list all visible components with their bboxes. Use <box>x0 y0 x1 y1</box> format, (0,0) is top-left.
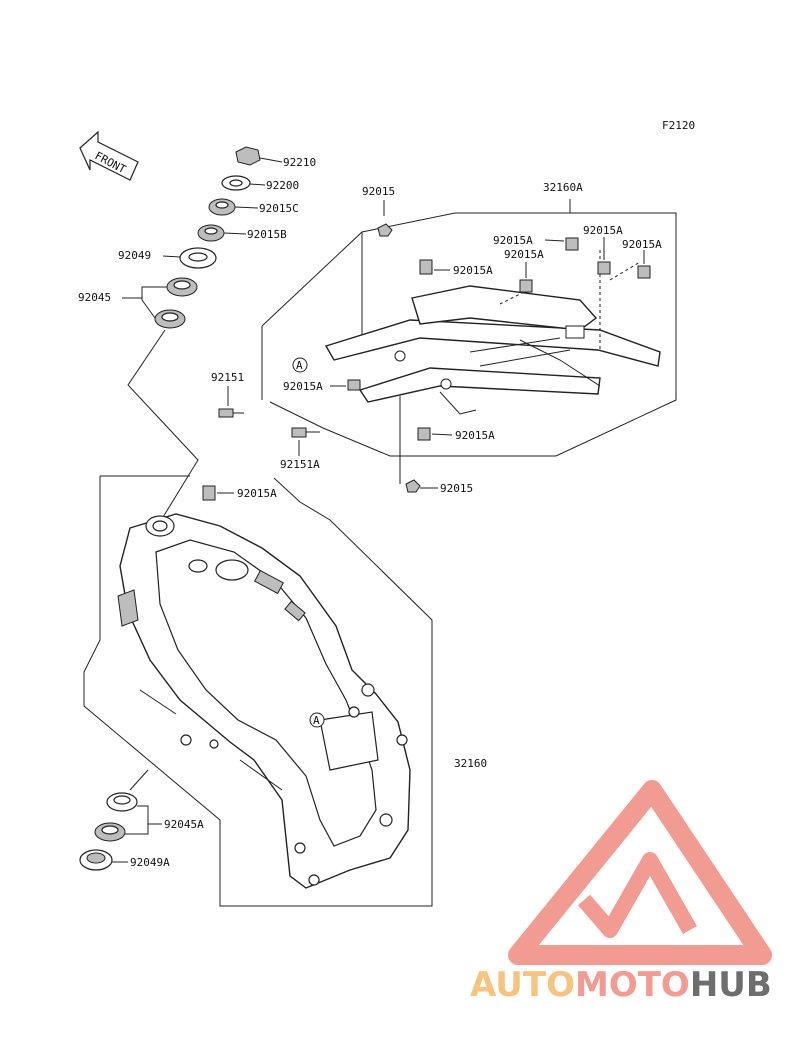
subframe-lower-rail <box>358 367 601 403</box>
callout-92015A-3: 92015A <box>622 238 662 251</box>
bolt-92151-part <box>218 408 234 418</box>
callout-92200: 92200 <box>266 179 299 192</box>
nut-92015-bottom-part <box>405 479 421 493</box>
callout-92015-bottom: 92015 <box>440 482 473 495</box>
callout-32160A: 32160A <box>543 181 583 194</box>
bushing-92015A-4-part <box>419 259 433 275</box>
steering-head-parts: 92210 92200 92015C 92015B 92049 92045 <box>78 146 316 523</box>
bushing-92015A-5-part <box>519 279 533 293</box>
callout-92045: 92045 <box>78 291 111 304</box>
bushing-92015A-6-part <box>347 379 361 391</box>
callout-92015-top: 92015 <box>362 185 395 198</box>
callout-92210: 92210 <box>283 156 316 169</box>
callout-92015C: 92015C <box>259 202 299 215</box>
callout-92015A-7: 92015A <box>455 429 495 442</box>
callout-92151: 92151 <box>211 371 244 384</box>
ref-marker-a-frame: A <box>313 714 320 727</box>
subframe-top-plate <box>411 285 598 331</box>
bushing-92015A-7-part <box>417 427 431 441</box>
callout-92049A: 92049A <box>130 856 170 869</box>
subframe-assembly: 32160A A 92015 92015A 92015A 92015A <box>211 181 677 495</box>
watermark-text: AUTOMOTOHUB <box>470 965 772 1005</box>
ref-marker-a-top: A <box>296 359 303 372</box>
callout-92049: 92049 <box>118 249 151 262</box>
nut-92210-part <box>235 146 261 166</box>
callout-92015A-4: 92015A <box>453 264 493 277</box>
subframe-upper-rail <box>324 319 661 367</box>
main-frame-assembly: A 92015A 32160 92045A 92049A <box>79 475 487 907</box>
bolt-92151A-part <box>291 427 307 438</box>
callout-92015A-1: 92015A <box>493 234 533 247</box>
figure-code: F2120 <box>662 119 695 132</box>
automotohub-logo: AUTOMOTOHUB <box>470 780 772 1005</box>
bushing-92015A-8-part <box>202 485 216 501</box>
bushing-92015A-3-part <box>637 265 651 279</box>
callout-92015A-6: 92015A <box>283 380 323 393</box>
callout-92015A-8: 92015A <box>237 487 277 500</box>
bushing-92015A-1-part <box>565 237 579 251</box>
callout-92015B: 92015B <box>247 228 287 241</box>
callout-32160: 32160 <box>454 757 487 770</box>
callout-92045A: 92045A <box>164 818 204 831</box>
callout-92151A: 92151A <box>280 458 320 471</box>
nut-92015-top-part <box>377 223 393 237</box>
callout-92015A-2: 92015A <box>583 224 623 237</box>
callout-92015A-5: 92015A <box>504 248 544 261</box>
bushing-92015A-2-part <box>597 261 611 275</box>
front-arrow-icon: FRONT <box>79 130 139 181</box>
